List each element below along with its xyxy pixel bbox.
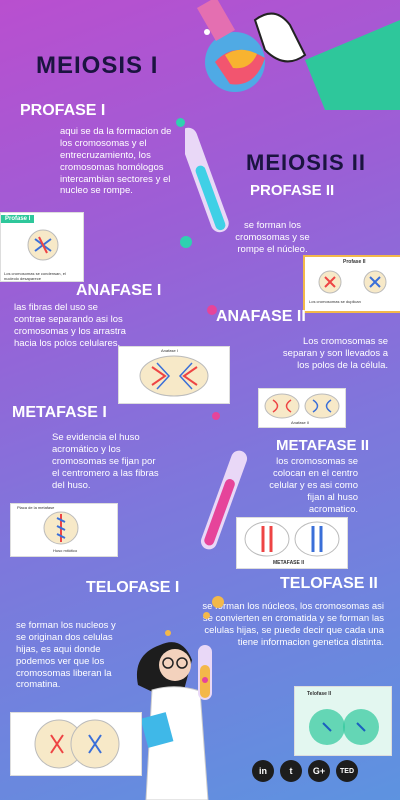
second-title: MEIOSIS II — [246, 150, 367, 175]
metafase-1-image: Placa de la metafase Huso mitótico — [10, 503, 118, 557]
metafase-1-heading: METAFASE I — [12, 404, 107, 421]
decor-dot — [176, 118, 185, 127]
scientist-illustration — [136, 630, 212, 800]
decor-dot — [180, 236, 192, 248]
twitter-icon[interactable]: t — [280, 760, 302, 782]
metafase-1-image-title: Placa de la metafase — [17, 505, 55, 510]
anafase-1-text: las fibras del uso se contrae separando … — [14, 302, 126, 349]
flask-illustration — [196, 0, 400, 110]
anafase-1-image: Anafase I — [118, 346, 230, 404]
anafase-1-image-title: Anafase I — [161, 348, 178, 353]
test-tube-illustration — [200, 450, 248, 550]
telofase-1-heading: TELOFASE I — [86, 579, 180, 596]
profase-2-heading: PROFASE II — [250, 182, 335, 199]
anafase-2-image-title: Anafase II — [291, 420, 310, 425]
decor-dot — [212, 596, 224, 608]
profase-2-text: se forman los cromosomas y se rompe el n… — [235, 220, 310, 255]
anafase-2-heading: ANAFASE II — [216, 308, 306, 325]
telofase-2-image-title: Telofase II — [307, 691, 332, 697]
main-title: MEIOSIS I — [36, 52, 159, 79]
metafase-1-image-caption: Huso mitótico — [53, 548, 78, 553]
metafase-2-text: los cromosomas se colocan en el centro c… — [269, 456, 358, 515]
metafase-2-image: METAFASE II — [236, 517, 348, 569]
decor-dot — [207, 305, 217, 315]
anafase-1-heading: ANAFASE I — [76, 282, 162, 299]
decor-dot — [203, 612, 210, 619]
anafase-2-text: Los cromosomas se separan y son llevados… — [282, 336, 388, 371]
profase-1-image: Profase I Los cromosomas se condensan, e… — [0, 212, 84, 282]
profase-1-text: aqui se da la formacion de los cromosoma… — [60, 126, 172, 197]
profase-1-image-caption: Los cromosomas se condensan, el nucleolo… — [4, 271, 66, 281]
linkedin-icon[interactable]: in — [252, 760, 274, 782]
profase-1-image-title: Profase I — [1, 215, 35, 223]
profase-1-heading: PROFASE I — [20, 102, 106, 119]
profase-2-image: Profase II Los cromosomas se duplican — [303, 255, 400, 313]
anafase-2-image: Anafase II — [258, 388, 346, 428]
profase-2-image-title: Profase II — [343, 259, 366, 265]
decor-dot — [212, 412, 220, 420]
telofase-2-heading: TELOFASE II — [280, 575, 378, 592]
telofase-2-image: Telofase II — [294, 686, 392, 756]
google-plus-icon[interactable]: G+ — [308, 760, 330, 782]
metafase-2-image-title: METAFASE II — [273, 560, 305, 566]
telofase-1-image — [10, 712, 142, 776]
profase-2-image-caption: Los cromosomas se duplican — [309, 299, 361, 304]
metafase-2-heading: METAFASE II — [276, 437, 370, 454]
telofase-1-text: se forman los nucleos y se originan dos … — [16, 620, 116, 691]
test-tube-illustration — [185, 127, 229, 233]
ted-icon[interactable]: TED — [336, 760, 358, 782]
metafase-1-text: Se evidencia el huso acromático y los cr… — [52, 432, 159, 491]
telofase-2-text: se forman los núcleos, los cromosomas as… — [202, 601, 384, 648]
